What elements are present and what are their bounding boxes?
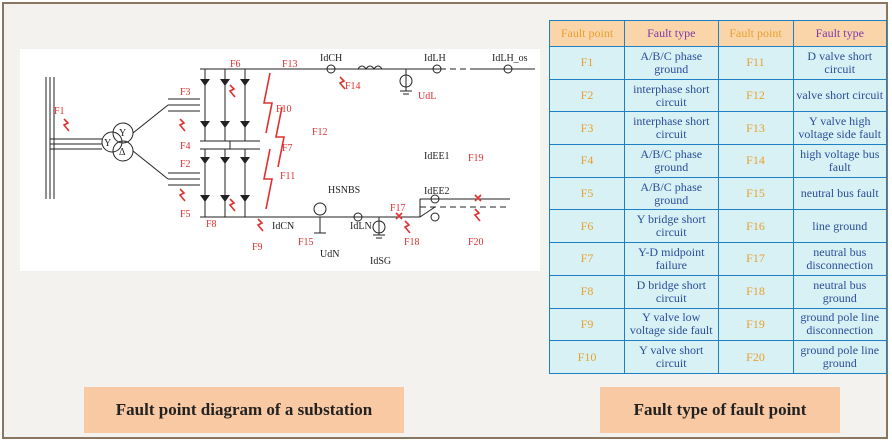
fault-point-cell: F10 [549, 340, 625, 374]
fault-type-cell: neutral bus disconnection [792, 242, 887, 276]
fault-point-cell: F2 [549, 78, 625, 113]
label-F11: F11 [280, 171, 295, 182]
label-F17: F17 [390, 203, 406, 214]
fault-point-cell: F20 [717, 340, 794, 374]
table-header-row: Fault point Fault type Fault point Fault… [549, 20, 887, 47]
fault-type-cell: neutral bus fault [792, 176, 887, 211]
header-fault-type: Fault type [792, 20, 887, 47]
fault-type-cell: neutral bus ground [792, 274, 887, 309]
label-IdLH-os: IdLH_os [492, 53, 528, 64]
fault-point-cell: F12 [717, 78, 794, 113]
label-F19: F19 [468, 153, 484, 164]
label-IdLN: IdLN [350, 221, 372, 232]
header-fault-point: Fault point [549, 20, 625, 47]
fault-point-cell: F11 [717, 46, 794, 80]
label-F14: F14 [345, 81, 361, 92]
label-F20: F20 [468, 237, 484, 248]
label-HSNBS: HSNBS [328, 185, 360, 196]
fault-type-cell: high voltage bus fault [792, 144, 887, 178]
fault-type-cell: Y valve short circuit [624, 340, 719, 374]
label-F9: F9 [252, 242, 263, 253]
fault-type-cell: A/B/C phase ground [624, 176, 719, 211]
label-F8: F8 [206, 219, 217, 230]
label-F10: F10 [276, 104, 292, 115]
label-UdL: UdL [418, 91, 436, 102]
label-F7: F7 [282, 143, 293, 154]
label-IdCN: IdCN [272, 221, 294, 232]
label-F5: F5 [180, 209, 191, 220]
label-UdN: UdN [320, 249, 339, 260]
fault-type-cell: ground pole line disconnection [792, 307, 887, 342]
fault-type-cell: A/B/C phase ground [624, 46, 719, 80]
label-IdEE2: IdEE2 [424, 186, 450, 197]
label-IdLH: IdLH [424, 53, 446, 64]
label-F4: F4 [180, 141, 191, 152]
fault-type-cell: A/B/C phase ground [624, 144, 719, 178]
fault-type-cell: Y-D midpoint failure [624, 242, 719, 276]
fault-type-cell: valve short circuit [792, 78, 887, 113]
fault-point-cell: F16 [717, 209, 794, 244]
fault-point-cell: F4 [549, 144, 625, 178]
fault-type-cell: interphase short circuit [624, 78, 719, 113]
fault-point-cell: F5 [549, 176, 625, 211]
label-F12: F12 [312, 127, 328, 138]
label-Y-top: Y [119, 128, 126, 139]
header-fault-point: Fault point [717, 20, 794, 47]
fault-point-cell: F1 [549, 46, 625, 80]
fault-type-cell: Y valve low voltage side fault [624, 307, 719, 342]
fault-point-cell: F6 [549, 209, 625, 244]
label-F6: F6 [230, 59, 241, 70]
figure-frame: F1 F3 F4 F2 F5 F6 F8 F13 F10 F12 F7 F11 … [2, 2, 888, 439]
fault-type-cell: line ground [792, 209, 887, 244]
fault-point-cell: F19 [717, 307, 794, 342]
fault-point-cell: F15 [717, 176, 794, 211]
label-IdEE1: IdEE1 [424, 151, 450, 162]
label-F18: F18 [404, 237, 420, 248]
table-caption: Fault type of fault point [600, 387, 840, 433]
label-IdCH: IdCH [320, 53, 342, 64]
label-F15: F15 [298, 237, 314, 248]
label-F3: F3 [180, 87, 191, 98]
fault-point-cell: F17 [717, 242, 794, 276]
fault-point-cell: F18 [717, 274, 794, 309]
label-IdSG: IdSG [370, 256, 391, 267]
diagram-caption: Fault point diagram of a substation [84, 387, 404, 433]
label-delta: Δ [119, 147, 126, 158]
fault-type-cell: ground pole line ground [792, 340, 887, 374]
fault-point-cell: F8 [549, 274, 625, 309]
label-F1: F1 [54, 106, 65, 117]
fault-point-cell: F7 [549, 242, 625, 276]
fault-point-cell: F14 [717, 144, 794, 178]
label-F2: F2 [180, 159, 191, 170]
fault-type-cell: Y bridge short circuit [624, 209, 719, 244]
fault-type-cell: D bridge short circuit [624, 274, 719, 309]
fault-type-cell: interphase short circuit [624, 111, 719, 146]
fault-point-cell: F3 [549, 111, 625, 146]
header-fault-type: Fault type [624, 20, 719, 47]
fault-point-cell: F9 [549, 307, 625, 342]
fault-type-cell: D valve short circuit [792, 46, 887, 80]
fault-type-cell: Y valve high voltage side fault [792, 111, 887, 146]
label-Y-left: Y [104, 138, 111, 149]
substation-diagram: F1 F3 F4 F2 F5 F6 F8 F13 F10 F12 F7 F11 … [20, 49, 540, 271]
label-F13: F13 [282, 59, 298, 70]
fault-point-cell: F13 [717, 111, 794, 146]
fault-type-table: Fault point Fault type Fault point Fault… [549, 20, 887, 374]
